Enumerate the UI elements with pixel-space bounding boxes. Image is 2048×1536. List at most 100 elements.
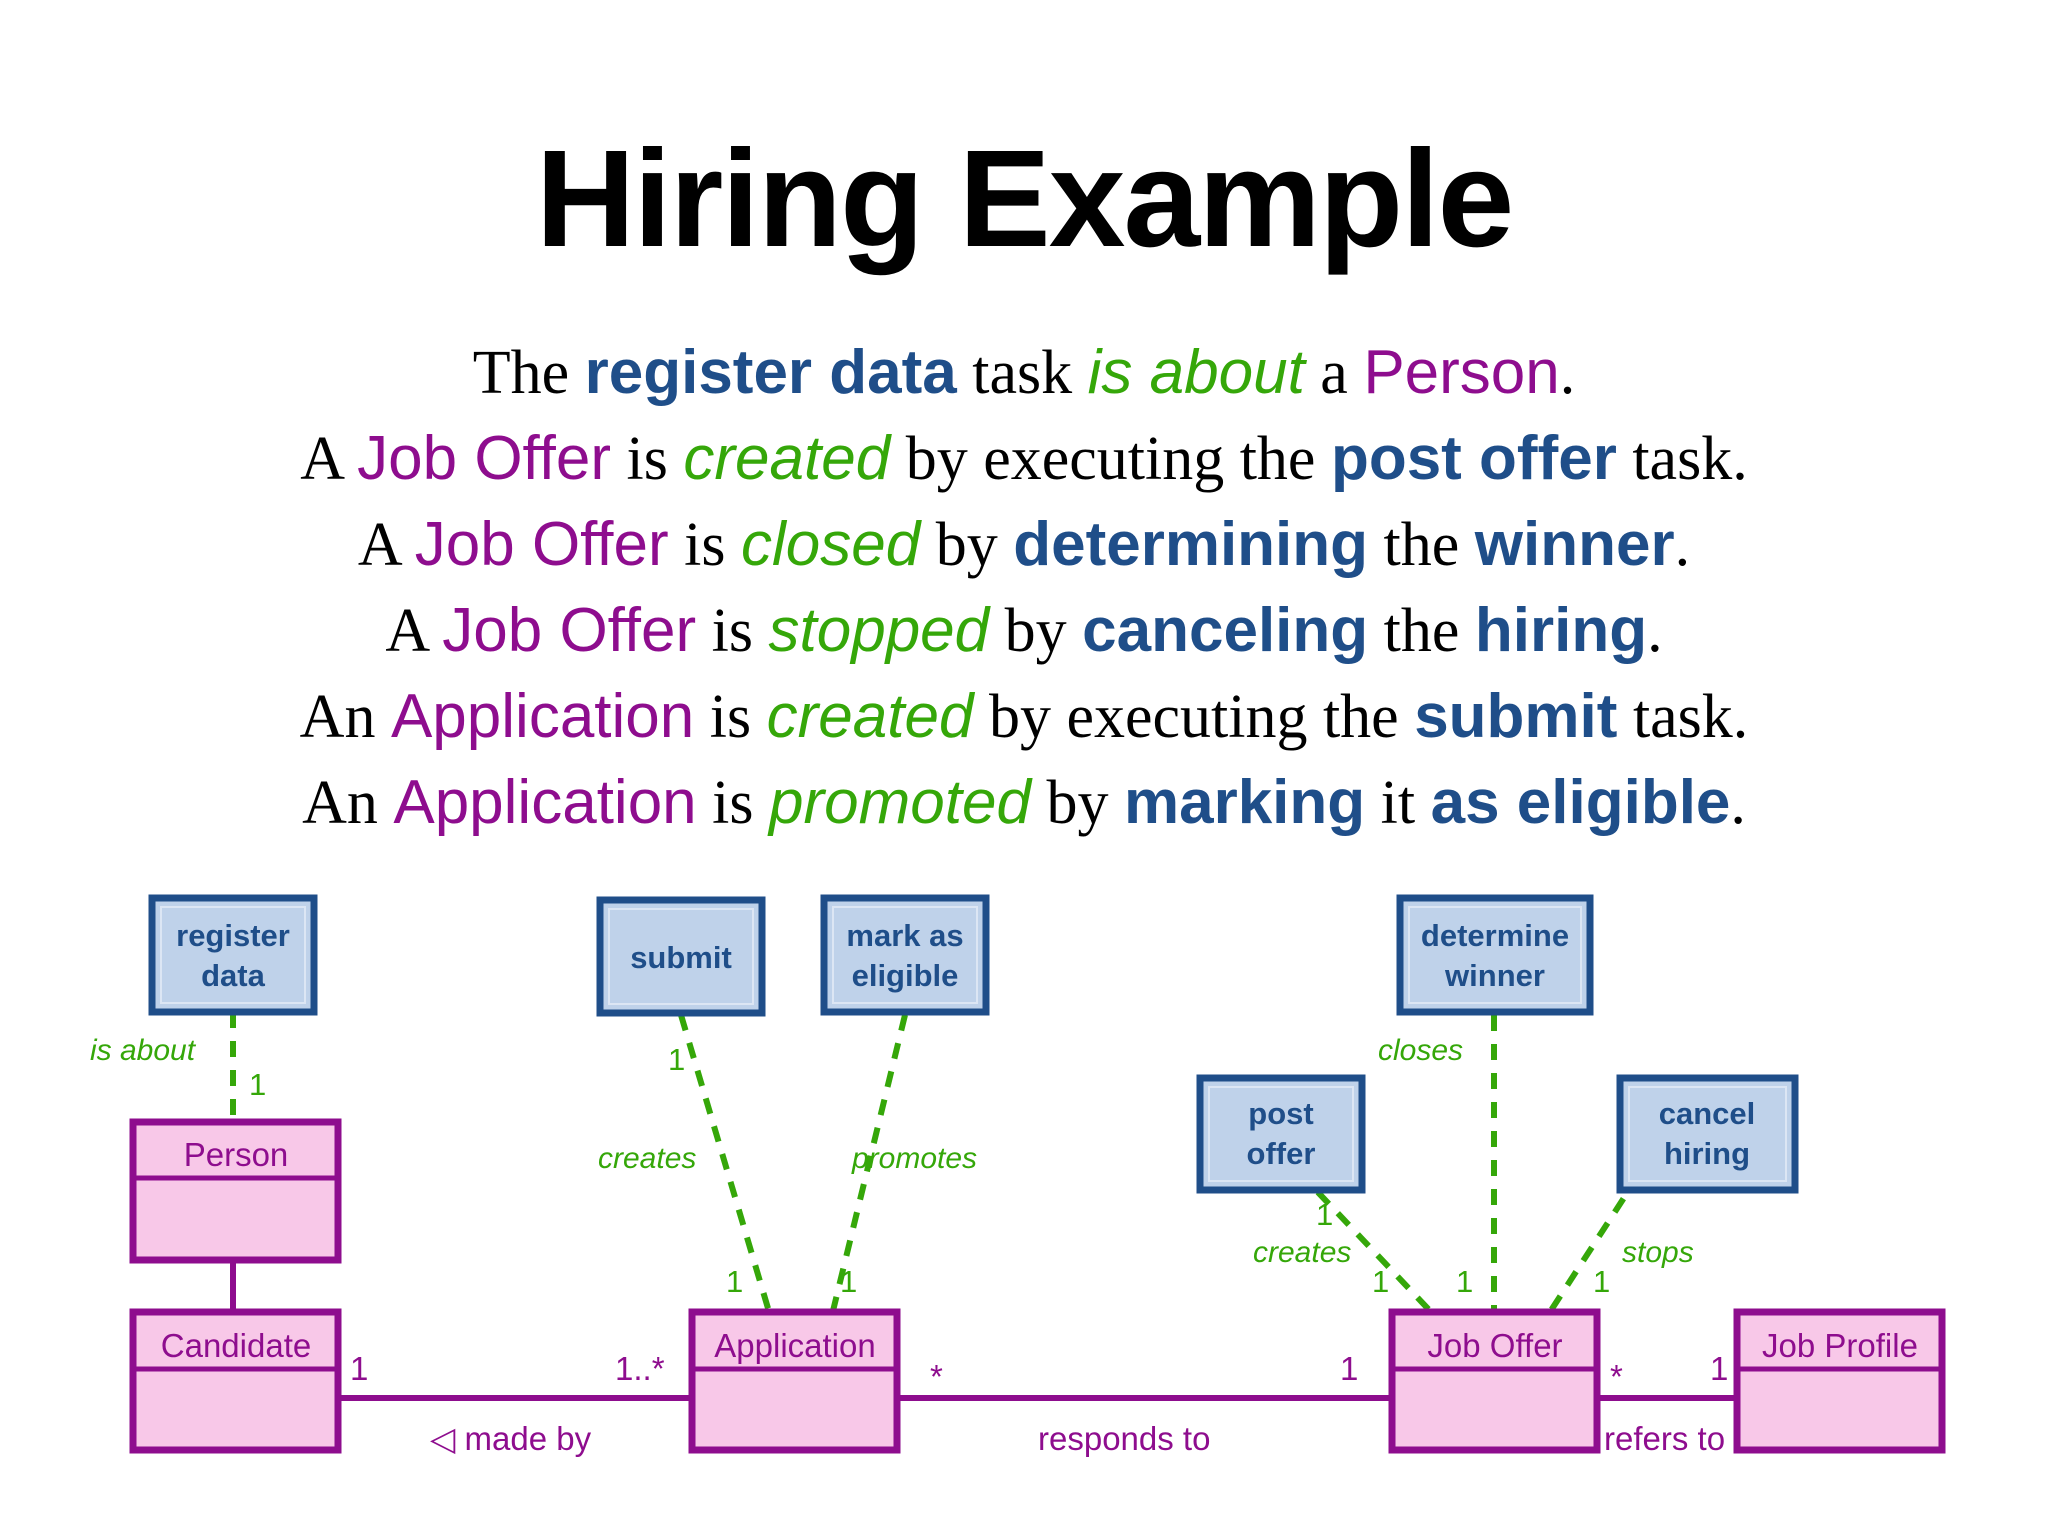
task-term: post offer — [1330, 424, 1617, 493]
plain-text: A — [357, 511, 415, 579]
plain-text: is — [696, 769, 770, 837]
class-label-job-profile: Job Profile — [1762, 1327, 1918, 1364]
plain-text: task. — [1616, 425, 1748, 493]
dependency-label-stops: stops — [1622, 1236, 1694, 1269]
multiplicity-joboffer-right: * — [1610, 1358, 1623, 1395]
dependency-label-creates-application: creates — [598, 1142, 696, 1175]
task-term: canceling — [1082, 596, 1369, 665]
page-title: Hiring Example — [535, 122, 1515, 276]
relation-term: stopped — [768, 596, 990, 665]
task-label-cancel-hiring-line2: hiring — [1664, 1136, 1750, 1171]
task-term: register data — [584, 338, 957, 407]
class-label-person: Person — [184, 1136, 289, 1173]
dependency-label-creates-offer: creates — [1253, 1236, 1351, 1269]
task-label-register-data-line1: register — [176, 918, 290, 953]
multiplicity-application-left: 1..* — [615, 1350, 665, 1387]
plain-text: A — [385, 597, 443, 665]
task-label-register-data-line2: data — [201, 958, 266, 993]
task-term: winner — [1474, 510, 1675, 579]
class-term: Job Offer — [442, 596, 697, 665]
uml-diagram: register data submit mark as eligible de… — [0, 880, 2048, 1536]
plain-text: is — [696, 597, 769, 665]
task-term: determining — [1013, 510, 1369, 579]
class-label-job-offer: Job Offer — [1427, 1327, 1562, 1364]
class-term: Job Offer — [414, 510, 669, 579]
class-box-candidate[interactable]: Candidate — [129, 1308, 342, 1454]
class-label-application: Application — [714, 1327, 875, 1364]
relation-term: promoted — [769, 768, 1031, 837]
plain-text: a — [1304, 339, 1364, 407]
multiplicity-determine-bottom: 1 — [1456, 1264, 1473, 1299]
multiplicity-jobprofile-left: 1 — [1710, 1350, 1728, 1387]
class-term: Person — [1363, 338, 1560, 407]
plain-text: by — [920, 511, 1014, 579]
plain-text: the — [1368, 511, 1475, 579]
dependency-label-closes: closes — [1378, 1034, 1463, 1067]
multiplicity-joboffer-left: 1 — [1340, 1350, 1358, 1387]
task-box-post-offer[interactable]: post offer — [1196, 1074, 1366, 1194]
association-label-made-by: ◁ made by — [430, 1420, 592, 1457]
sentence-line-3: A Job Offer is closed by determining the… — [0, 502, 2048, 588]
class-label-candidate: Candidate — [161, 1327, 311, 1364]
multiplicity-submit-bottom: 1 — [726, 1264, 743, 1299]
dependency-creates-application — [678, 1014, 773, 1316]
task-box-register-data[interactable]: register data — [148, 894, 318, 1016]
sentence-line-5: An Application is created by executing t… — [0, 674, 2048, 760]
plain-text: by — [989, 597, 1083, 665]
sentence-line-4: A Job Offer is stopped by canceling the … — [0, 588, 2048, 674]
multiplicity-mark-bottom: 1 — [840, 1264, 857, 1299]
sentence-line-6: An Application is promoted by marking it… — [0, 760, 2048, 846]
relation-term: is about — [1087, 338, 1305, 407]
plain-text: An — [302, 769, 394, 837]
task-label-mark-as-eligible-line1: mark as — [846, 918, 963, 953]
task-term: hiring — [1474, 596, 1648, 665]
plain-text: by — [1030, 769, 1124, 837]
plain-text: A — [300, 425, 358, 493]
plain-text: . — [1674, 511, 1691, 579]
multiplicity-post-offer-top: 1 — [1316, 1197, 1333, 1232]
plain-text: An — [299, 683, 391, 751]
plain-text: the — [1368, 597, 1475, 665]
multiplicity-candidate-side: 1 — [350, 1350, 368, 1387]
dependency-label-is-about: is about — [90, 1034, 197, 1067]
multiplicity-is-about-person: 1 — [249, 1067, 266, 1102]
sentence-block: The register data task is about a Person… — [0, 330, 2048, 846]
plain-text: is — [694, 683, 767, 751]
task-box-submit[interactable]: submit — [596, 896, 766, 1017]
task-term: marking — [1123, 768, 1366, 837]
task-label-post-offer-line2: offer — [1247, 1136, 1316, 1171]
relation-term: closed — [741, 510, 921, 579]
multiplicity-cancel-bottom: 1 — [1593, 1264, 1610, 1299]
task-box-cancel-hiring[interactable]: cancel hiring — [1616, 1074, 1799, 1194]
task-box-determine-winner[interactable]: determine winner — [1396, 894, 1594, 1016]
plain-text: by executing the — [973, 683, 1415, 751]
class-term: Application — [393, 768, 697, 837]
dependency-promotes — [829, 1014, 908, 1316]
task-label-submit: submit — [630, 940, 732, 975]
plain-text: is — [611, 425, 684, 493]
multiplicity-post-offer-bottom: 1 — [1372, 1264, 1389, 1299]
class-box-application[interactable]: Application — [688, 1308, 901, 1454]
sentence-line-2: A Job Offer is created by executing the … — [0, 416, 2048, 502]
class-box-job-offer[interactable]: Job Offer — [1388, 1308, 1601, 1454]
class-box-job-profile[interactable]: Job Profile — [1733, 1308, 1946, 1454]
plain-text: The — [472, 339, 585, 407]
class-box-person[interactable]: Person — [129, 1118, 342, 1264]
plain-text: task — [956, 339, 1088, 407]
relation-term: created — [766, 682, 974, 751]
multiplicity-application-right: * — [930, 1358, 943, 1395]
multiplicity-submit-top: 1 — [668, 1042, 685, 1077]
plain-text: task. — [1617, 683, 1749, 751]
task-term: as eligible — [1430, 768, 1731, 837]
task-label-cancel-hiring-line1: cancel — [1659, 1096, 1756, 1131]
plain-text: by executing the — [890, 425, 1331, 493]
task-label-determine-winner-line1: determine — [1421, 918, 1569, 953]
plain-text: it — [1365, 769, 1431, 837]
task-label-mark-as-eligible-line2: eligible — [852, 958, 959, 993]
plain-text: . — [1559, 339, 1576, 407]
task-term: submit — [1414, 682, 1618, 751]
association-label-responds-to: responds to — [1038, 1420, 1210, 1457]
task-box-mark-as-eligible[interactable]: mark as eligible — [820, 894, 990, 1016]
class-term: Application — [390, 682, 695, 751]
plain-text: is — [668, 511, 741, 579]
